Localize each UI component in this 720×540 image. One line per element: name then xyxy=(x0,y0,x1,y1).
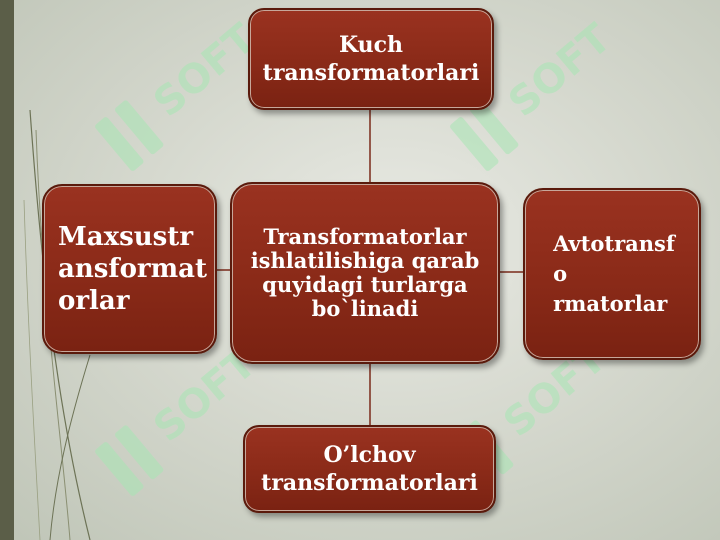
decorative-curve xyxy=(23,199,41,540)
node-top-label: Kuch transformatorlari xyxy=(262,32,480,86)
node-left-label: Maxsustr ansformat orlar xyxy=(58,222,207,316)
svg-text:SOFT: SOFT xyxy=(500,15,620,126)
node-kuch-transformatorlari: Kuch transformatorlari xyxy=(248,8,494,110)
node-avtotransformatorlar: Avtotransf o rmatorlar xyxy=(523,188,701,360)
node-center-label: Transformatorlar ishlatilishiga qarab qu… xyxy=(250,224,480,321)
node-maxsus-transformatorlar: Maxsustr ansformat orlar xyxy=(42,184,217,354)
node-bottom-label: O’lchov transformatorlari xyxy=(261,442,478,496)
node-right-label: Avtotransf o rmatorlar xyxy=(553,231,675,316)
node-olchov-transformatorlari: O’lchov transformatorlari xyxy=(243,425,496,513)
node-center-topic: Transformatorlar ishlatilishiga qarab qu… xyxy=(230,182,500,364)
decorative-curve xyxy=(49,354,91,540)
watermark-logo: SOFT xyxy=(95,15,265,171)
decorative-curve xyxy=(35,129,71,540)
left-accent-bar xyxy=(0,0,14,540)
